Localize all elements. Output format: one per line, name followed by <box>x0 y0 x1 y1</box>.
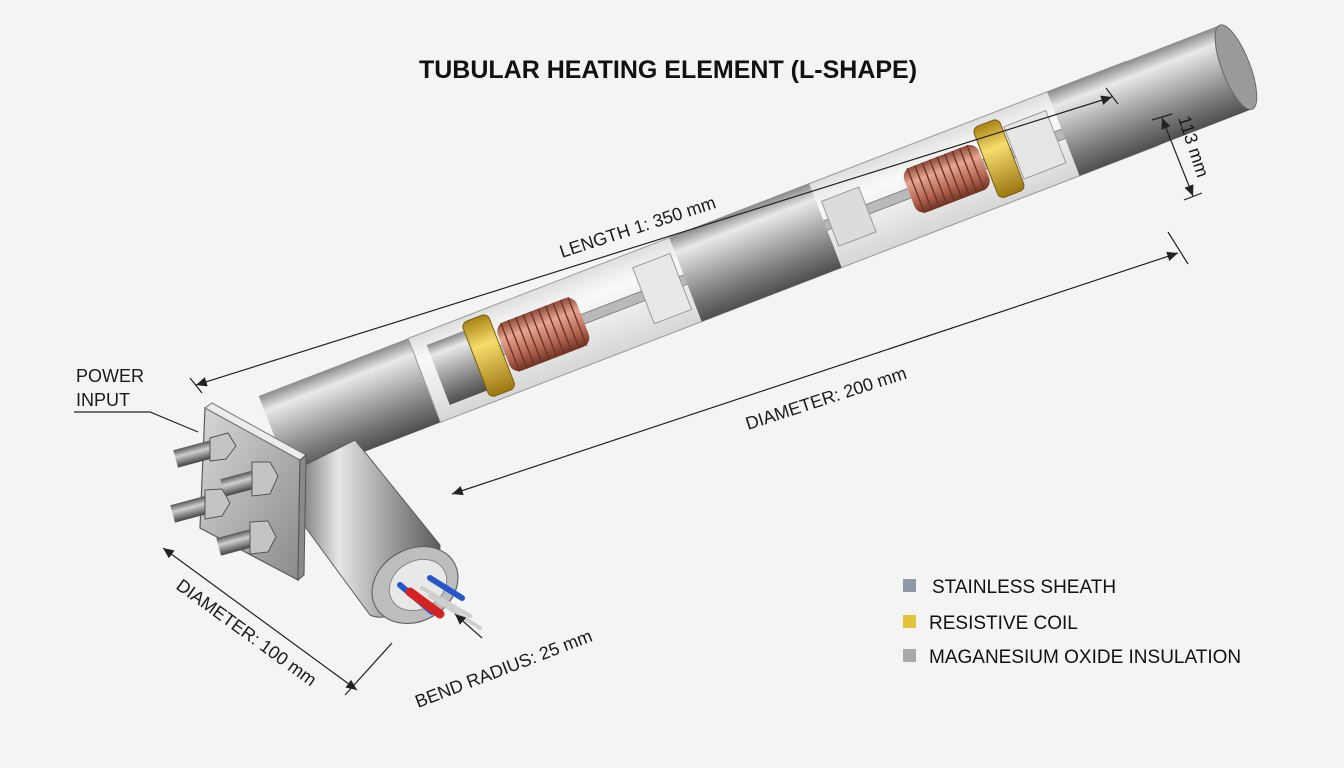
bend-radius-label: BEND RADIUS: 25 mm <box>412 626 595 712</box>
length-extension-right <box>1105 87 1119 105</box>
legend-item-resistive-coil: RESISTIVE COIL <box>903 613 1078 634</box>
height-dimension-line <box>1161 117 1194 197</box>
diameter-main-extension <box>1167 231 1189 265</box>
terminal-bolts <box>170 432 279 556</box>
diameter-main-dimension-line <box>451 251 1179 496</box>
diameter-leg-dimension-line <box>162 547 358 691</box>
legend-label-resistive-coil: RESISTIVE COIL <box>929 613 1078 634</box>
bend-radius-leader <box>454 613 483 639</box>
legend-swatch-stainless-sheath <box>903 579 916 592</box>
legend-swatch-resistive-coil <box>903 615 916 628</box>
power-input-label-line1: POWER <box>76 366 144 386</box>
height-extension-bottom <box>1183 192 1203 201</box>
legend-label-insulation: MAGANESIUM OXIDE INSULATION <box>929 647 1241 668</box>
bolt-middle-left <box>170 488 231 523</box>
diameter-leg-extension <box>344 642 393 696</box>
page-title: TUBULAR HEATING ELEMENT (L-SHAPE) <box>419 56 917 84</box>
legend: STAINLESS SHEATH RESISTIVE COIL MAGANESI… <box>903 577 1241 668</box>
height-extension-top <box>1151 113 1173 121</box>
power-input-label-line2: INPUT <box>76 390 130 410</box>
legend-swatch-insulation <box>903 649 916 662</box>
legend-item-insulation: MAGANESIUM OXIDE INSULATION <box>903 647 1241 668</box>
bolt-top-right <box>220 461 279 497</box>
legend-item-stainless-sheath: STAINLESS SHEATH <box>903 577 1116 598</box>
length-extension-left <box>189 377 203 394</box>
diameter-leg-label: DIAMETER: 100 mm <box>173 575 321 690</box>
bolt-top-left <box>173 432 237 468</box>
power-input-leader <box>74 411 199 433</box>
tube-end-cap <box>1214 24 1258 110</box>
length-dimension-line <box>195 95 1113 387</box>
lead-wires <box>397 575 482 630</box>
diameter-main-label: DIAMETER: 200 mm <box>743 363 909 434</box>
vertical-leg <box>294 439 482 630</box>
legend-label-stainless-sheath: STAINLESS SHEATH <box>932 577 1116 598</box>
